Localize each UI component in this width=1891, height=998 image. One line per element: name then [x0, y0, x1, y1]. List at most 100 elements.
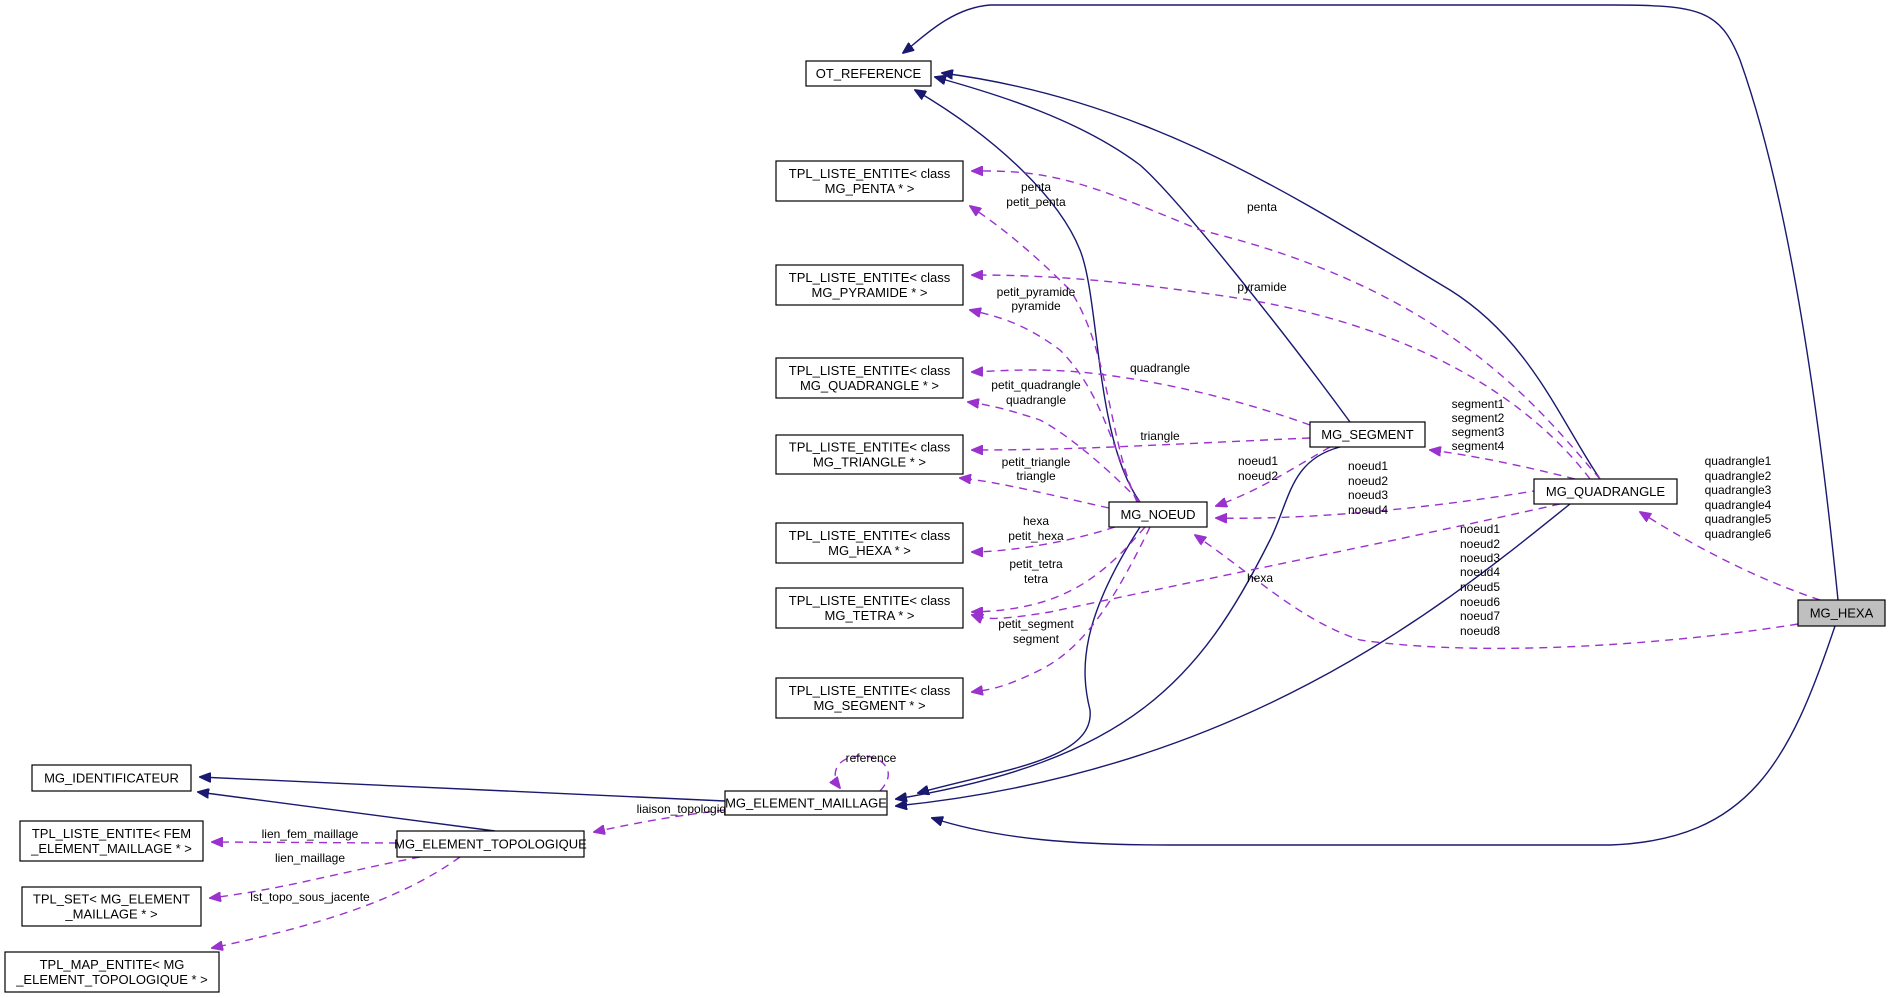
- edge-label: lien_maillage: [275, 851, 345, 865]
- node-label: TPL_LISTE_ENTITE< class: [789, 166, 951, 181]
- node-box: [4, 951, 220, 993]
- node-box: [1797, 599, 1886, 627]
- node-label: MG_QUADRANGLE: [1546, 484, 1666, 499]
- node-box: [775, 434, 964, 475]
- class-node-ot-reference[interactable]: OT_REFERENCE: [805, 60, 932, 87]
- edge-label: noeud3: [1348, 488, 1388, 502]
- edge-label: hexa: [1247, 571, 1273, 585]
- edge-label: quadrangle6: [1705, 527, 1772, 541]
- node-box: [1108, 501, 1208, 528]
- node-label: MG_SEGMENT: [1321, 427, 1414, 442]
- usage-edge-mg-quadrangle-to-tpl-hexa: [972, 503, 1561, 618]
- usage-edge-mg-element-topologique-to-tpl-set: [210, 856, 421, 898]
- edge-label: quadrangle2: [1705, 469, 1772, 483]
- edge-label: noeud1: [1238, 454, 1278, 468]
- node-label: _MAILLAGE * >: [64, 907, 157, 922]
- usage-edge-mg-noeud-to-tpl-quadrangle: [968, 402, 1141, 503]
- usage-edge-mg-element-maillage-to-mg-element-topologique: [594, 809, 726, 832]
- node-box: [775, 587, 964, 629]
- edge-label: noeud6: [1460, 595, 1500, 609]
- class-node-tpl-map[interactable]: TPL_MAP_ENTITE< MG_ELEMENT_TOPOLOGIQUE *…: [4, 951, 220, 993]
- node-label: MG_TRIANGLE * >: [813, 455, 926, 470]
- edge-label: segment: [1013, 632, 1060, 646]
- edge-label: noeud8: [1460, 624, 1500, 638]
- node-label: MG_PENTA * >: [825, 181, 915, 196]
- usage-edge-mg-element-topologique-to-tpl-map: [212, 856, 461, 948]
- node-box: [1309, 421, 1426, 448]
- edge-label: reference: [846, 751, 897, 765]
- edge-label: petit_tetra: [1009, 557, 1063, 571]
- node-label: TPL_LISTE_ENTITE< class: [789, 363, 951, 378]
- class-node-tpl-fem[interactable]: TPL_LISTE_ENTITE< FEM_ELEMENT_MAILLAGE *…: [19, 820, 204, 862]
- node-label: _ELEMENT_MAILLAGE * >: [30, 841, 192, 856]
- edge-label: noeud5: [1460, 580, 1500, 594]
- node-box: [1533, 478, 1678, 505]
- class-node-mg-quadrangle[interactable]: MG_QUADRANGLE: [1533, 478, 1678, 505]
- edge-label: triangle: [1016, 469, 1056, 483]
- edge-label: petit_triangle: [1002, 455, 1071, 469]
- edge-label: quadrangle: [1006, 393, 1066, 407]
- class-node-mg-noeud[interactable]: MG_NOEUD: [1108, 501, 1208, 528]
- node-label: MG_TETRA * >: [825, 608, 915, 623]
- edge-label: petit_hexa: [1008, 529, 1064, 543]
- node-box: [19, 820, 204, 862]
- usage-edge-mg-element-maillage-to-mg-element-maillage: [835, 755, 889, 792]
- edge-label: penta: [1247, 200, 1277, 214]
- usage-edge-mg-noeud-to-tpl-segment: [972, 526, 1151, 692]
- edge-label: noeud2: [1460, 537, 1500, 551]
- node-label: MG_NOEUD: [1120, 507, 1195, 522]
- node-label: MG_IDENTIFICATEUR: [44, 771, 179, 786]
- class-node-mg-segment[interactable]: MG_SEGMENT: [1309, 421, 1426, 448]
- node-box: [21, 886, 202, 927]
- usage-edge-mg-noeud-to-tpl-hexa: [972, 526, 1116, 552]
- class-node-tpl-set[interactable]: TPL_SET< MG_ELEMENT_MAILLAGE * >: [21, 886, 202, 927]
- edge-label: segment3: [1452, 425, 1505, 439]
- node-box: [31, 764, 192, 792]
- usage-edge-mg-noeud-to-tpl-tetra: [972, 526, 1146, 612]
- edge-label: quadrangle5: [1705, 512, 1772, 526]
- node-box: [724, 790, 888, 816]
- node-label: TPL_MAP_ENTITE< MG: [40, 957, 185, 972]
- usage-edge-mg-quadrangle-to-tpl-pyramide: [972, 275, 1591, 480]
- usage-edge-mg-segment-to-tpl-triangle: [972, 437, 1311, 450]
- class-node-mg-identificateur[interactable]: MG_IDENTIFICATEUR: [31, 764, 192, 792]
- class-node-mg-element-maillage[interactable]: MG_ELEMENT_MAILLAGE: [724, 790, 888, 816]
- edge-label: segment2: [1452, 411, 1505, 425]
- class-node-mg-hexa[interactable]: MG_HEXA: [1797, 599, 1886, 627]
- edge-label: noeud3: [1460, 551, 1500, 565]
- node-label: MG_HEXA * >: [828, 543, 911, 558]
- inheritance-edge-mg-element-topologique-to-mg-identificateur: [198, 792, 496, 832]
- edge-label: noeud1: [1460, 522, 1500, 536]
- edge-label: tetra: [1024, 572, 1048, 586]
- edge-label: quadrangle4: [1705, 498, 1772, 512]
- node-label: TPL_LISTE_ENTITE< class: [789, 683, 951, 698]
- inheritance-edge-mg-hexa-to-ot-reference: [903, 4, 1839, 601]
- usage-edge-mg-segment-to-mg-noeud: [1216, 446, 1331, 506]
- edge-label: lien_fem_maillage: [262, 827, 359, 841]
- edge-label: noeud4: [1348, 503, 1388, 517]
- edge-label: pyramide: [1011, 299, 1061, 313]
- node-label: TPL_LISTE_ENTITE< class: [789, 528, 951, 543]
- node-label: TPL_SET< MG_ELEMENT: [33, 892, 190, 907]
- class-node-mg-element-topologique[interactable]: MG_ELEMENT_TOPOLOGIQUE: [394, 830, 587, 858]
- usage-edge-mg-quadrangle-to-mg-noeud: [1216, 489, 1541, 518]
- edge-label: lst_topo_sous_jacente: [250, 890, 370, 904]
- node-box: [805, 60, 932, 87]
- edge-label: petit_quadrangle: [991, 378, 1081, 392]
- edge-label: pyramide: [1237, 280, 1287, 294]
- edge-label: hexa: [1023, 514, 1049, 528]
- inheritance-edge-mg-quadrangle-to-ot-reference: [942, 73, 1601, 480]
- node-label: MG_ELEMENT_MAILLAGE: [725, 796, 887, 811]
- edge-label: petit_penta: [1006, 195, 1066, 209]
- node-label: OT_REFERENCE: [816, 66, 922, 81]
- usage-edge-mg-noeud-to-tpl-pyramide: [970, 310, 1138, 503]
- node-label: MG_ELEMENT_TOPOLOGIQUE: [394, 837, 587, 852]
